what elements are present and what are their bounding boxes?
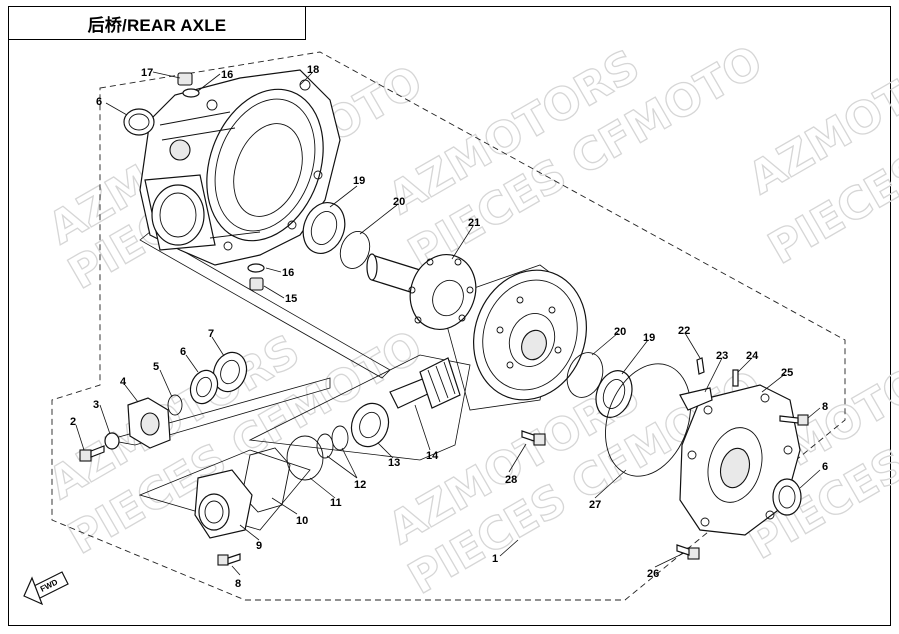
pinion-gear	[389, 357, 461, 409]
bolt-8b	[779, 414, 809, 426]
fill-plug	[177, 72, 200, 98]
rear-cover	[679, 384, 801, 536]
leader-lines	[75, 71, 821, 576]
callout-18: 18	[307, 64, 319, 76]
callout-17: 17	[141, 67, 153, 79]
flange-shaft	[366, 253, 477, 330]
snap-ring-5	[167, 394, 183, 416]
callout-25: 25	[781, 367, 793, 379]
page-title: 后桥/REAR AXLE	[87, 15, 227, 35]
drain-plug	[247, 263, 265, 291]
callout-13: 13	[388, 457, 400, 469]
bolt-22	[696, 357, 705, 375]
callout-19-right: 19	[643, 332, 655, 344]
callout-3: 3	[93, 399, 99, 411]
callout-26: 26	[647, 568, 659, 580]
assembly-outline	[51, 51, 846, 601]
callout-15: 15	[285, 293, 297, 305]
callout-20-top: 20	[393, 196, 405, 208]
subgroup-outline-input	[107, 377, 331, 446]
oil-seal-6a	[123, 108, 155, 136]
callout-7: 7	[208, 328, 214, 340]
o-ring-11	[286, 435, 324, 481]
dowel-pin-24	[732, 369, 739, 387]
oil-seal-6c	[772, 478, 802, 516]
ring-gear	[473, 269, 587, 401]
callout-4: 4	[120, 376, 127, 388]
bracket-23	[679, 387, 713, 411]
bearing-19a	[302, 202, 346, 254]
callout-8-bottom: 8	[235, 578, 241, 590]
callout-14: 14	[426, 450, 439, 462]
bearing-19b	[595, 370, 633, 418]
callout-10: 10	[296, 515, 308, 527]
callout-8-right: 8	[822, 401, 828, 413]
callout-16-top: 16	[221, 69, 233, 81]
fwd-arrow-icon: FWD	[23, 571, 69, 606]
callout-9: 9	[256, 540, 262, 552]
callout-12: 12	[354, 479, 366, 491]
o-ring-27	[605, 363, 691, 477]
bolt-8a	[217, 553, 241, 566]
callout-6-top: 6	[96, 96, 102, 108]
callout-20-right: 20	[614, 326, 626, 338]
snap-ring-12b	[316, 433, 334, 459]
callout-11: 11	[330, 497, 342, 509]
snap-ring-20b	[566, 352, 604, 398]
callout-21: 21	[468, 217, 480, 229]
drawing-frame	[8, 6, 891, 626]
callout-23: 23	[716, 350, 728, 362]
callout-28: 28	[505, 474, 517, 486]
callout-16-bottom: 16	[282, 267, 294, 279]
washer-3	[104, 432, 120, 450]
oil-seal-6b	[189, 369, 219, 405]
callout-5: 5	[153, 361, 159, 373]
callout-6-right: 6	[822, 461, 828, 473]
snap-ring-20a	[339, 231, 371, 269]
callout-19-top: 19	[353, 175, 365, 187]
callout-27: 27	[589, 499, 601, 511]
callout-labels: 17 16 6 18 19 20 21 16 15 7 6 5 4 3 2 13…	[70, 64, 828, 590]
bearing-13	[350, 402, 390, 448]
bolt-2	[79, 445, 105, 462]
snap-ring-12a	[331, 425, 349, 451]
title-box: 后桥/REAR AXLE	[8, 6, 306, 40]
callout-2: 2	[70, 416, 76, 428]
callout-24: 24	[746, 350, 759, 362]
callout-22: 22	[678, 325, 690, 337]
callout-6-left: 6	[180, 346, 186, 358]
bolt-26	[676, 544, 700, 560]
output-flange	[127, 397, 171, 449]
callout-1: 1	[492, 553, 498, 565]
bolt-28	[521, 430, 546, 446]
rear-axle-housing	[139, 69, 341, 266]
bearing-7	[212, 351, 248, 393]
pinion-housing	[194, 469, 253, 539]
